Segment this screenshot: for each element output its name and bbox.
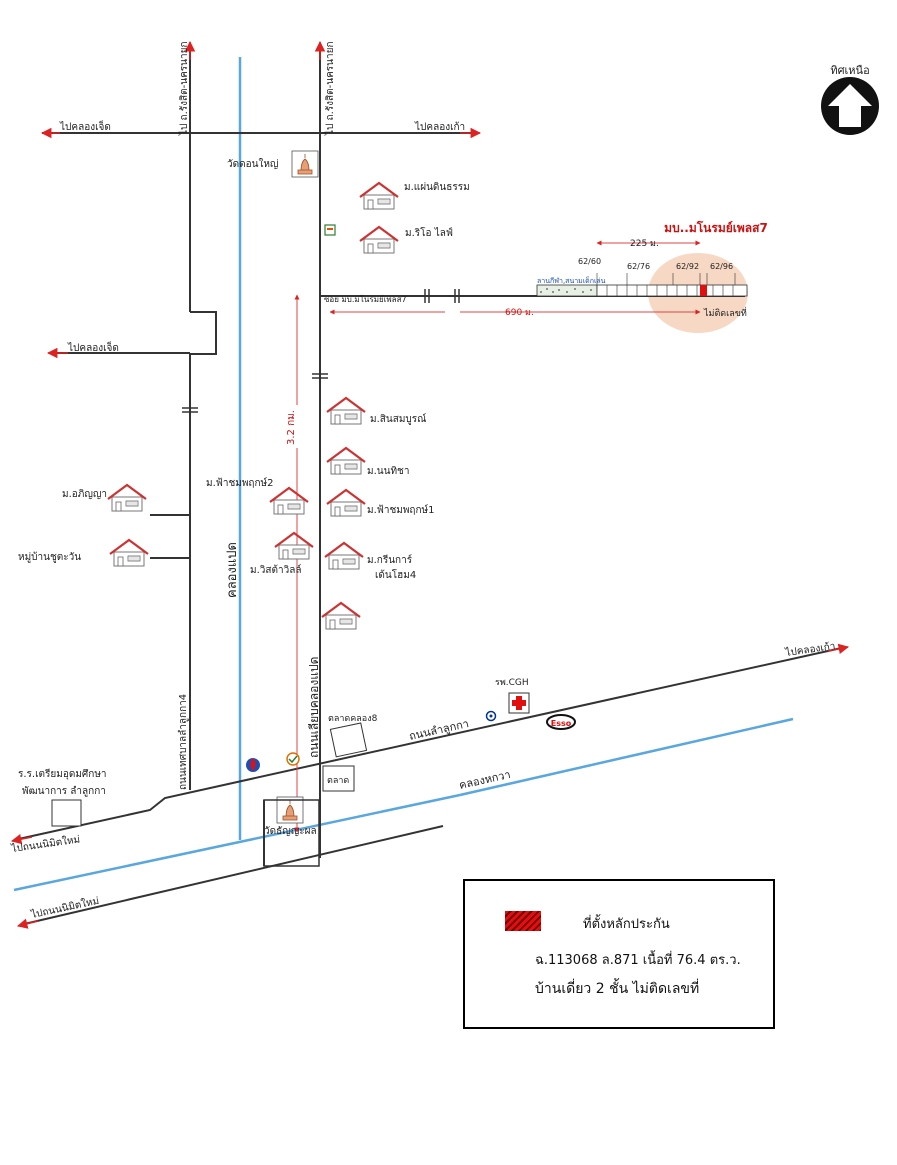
road-label-khlong9-bottom: ไปคลองเก้า [784,640,836,659]
village-aphinya: ม.อภิญญา [62,489,107,500]
village-nonthicha: ม.นนทิชา [367,466,409,477]
project-title: มบ..มโนรมย์เพลส7 [664,220,768,235]
road-break-marks [182,289,460,413]
village-green-garden-1: ม.กรีนการ์ [367,554,413,566]
canal-label-khlong8: คลองแปด [225,542,240,598]
village-wisatawill: ม.วิสต้าวิลล์ [250,564,301,576]
village-rio-life: ม.ริโอ ไลฟ์ [405,226,453,239]
village-green-garden-2: เด้นโฮม4 [375,568,416,581]
place-school-line1: ร.ร.เตรียมอุดมศึกษา [18,768,107,780]
legend-house: บ้านเดี่ยว 2 ชั้น ไม่ติดเลขที่ [535,981,700,997]
soi-label: ซอย มบ.มโนรมย์เพลส7 [324,294,407,304]
north-arrow-icon [821,77,879,135]
plot-row [536,273,748,297]
road-label-nimit-1: ไปถนนนิมิตใหม่ [10,833,81,855]
house-icon-chutawan [108,538,150,568]
distance-soi: 690 ม. [505,308,534,318]
road-label-khlong7-mid: ไปคลองเจ็ด [67,340,119,354]
gas-station-icon [485,710,497,722]
house-number-3: 62/92 [676,262,699,271]
legend-deed: ฉ.113068 ล.871 เนื้อที่ 76.4 ตร.ว. [535,953,741,968]
house-icon-fa-chompruek2 [268,486,310,516]
house-icon-unnamed [320,601,362,631]
place-wat-thanyaphon: วัดธัญญะผล [264,826,317,837]
place-school-line2: พัฒนาการ ลำลูกกา [22,786,106,797]
village-fa-chompruek1: ม.ฟ้าชมพฤกษ์1 [367,504,435,516]
bank-icon [286,752,300,766]
village-chutawan: หมู่บ้านชูตะวัน [18,551,81,563]
place-market: ตลาด [327,776,349,786]
house-icon-nonthicha [325,446,367,476]
temple-compound [263,799,320,867]
esso-logo-icon: Esso [546,714,576,730]
house-icon-wisatawill [273,531,315,561]
road-label-lamlukka: ถนนลำลูกกา [408,717,470,743]
no-address-label: ไม่ติดเลขที่ [703,306,747,319]
svg-text:Esso: Esso [551,719,572,728]
place-market-khlong8: ตลาดคลอง8 [328,714,378,724]
house-icon-paen-din-tham [358,181,400,211]
place-wat-don-yai: วัดดอนใหญ่ [227,158,278,170]
house-icon-rio-life [358,225,400,255]
market-building [322,765,355,792]
hospital-icon [508,692,530,714]
roads [13,45,847,926]
road-label-khlong7-top: ไปคลองเจ็ด [59,119,111,133]
market-khlong8-building [329,722,368,758]
temple-icon-wat-don-yai [291,150,319,178]
collateral-plot [700,285,707,296]
road-label-nimit-2: ไปถนนนิมิตใหม่ [29,895,100,921]
village-paen-din-tham: ม.แผ่นดินธรรม [404,182,470,193]
ptt-station-icon [246,758,260,772]
house-number-1: 62/60 [578,257,601,266]
distance-plot: 225 ม. [630,239,659,249]
road-label-right: ถนนเลียบคลองแปด [307,657,321,758]
road-label-left: ถนนเทศบาลลำลูกกา4 [178,694,189,790]
house-icon-green-garden [323,541,365,571]
house-icon-aphinya [106,483,148,513]
legend-swatch [505,911,541,931]
house-icon-fa-chompruek1 [325,488,367,518]
canals [13,57,794,892]
school-building [51,799,82,827]
direction-arrows [10,40,850,929]
village-sin-somboon: ม.สินสมบูรณ์ [370,413,426,425]
legend-title: ที่ตั้งหลักประกัน [583,917,670,932]
place-hospital: รพ.CGH [495,678,529,688]
road-label-khlong9-top: ไปคลองเก้า [414,121,465,133]
road-label-top-right: ไป ถ.รังสิต-นครนายก [324,41,336,136]
distance-vertical: 3.2 กม. [286,410,297,445]
house-number-2: 62/76 [627,262,650,271]
house-number-4: 62/96 [710,262,733,271]
legend-box: ที่ตั้งหลักประกัน ฉ.113068 ล.871 เนื้อที… [463,879,775,1029]
house-icon-sin-somboon [325,396,367,426]
road-label-top-left: ไป ถ.รังสิต-นครนายก [178,41,190,136]
store-icon [324,224,336,236]
playground-label: ลานกีฬา,สนามเด็กเล่น [537,276,606,285]
village-fa-chompruek2: ม.ฟ้าชมพฤกษ์2 [206,477,274,489]
temple-icon-wat-thanyaphon [276,796,304,824]
compass-label: ทิศเหนือ [830,64,869,77]
